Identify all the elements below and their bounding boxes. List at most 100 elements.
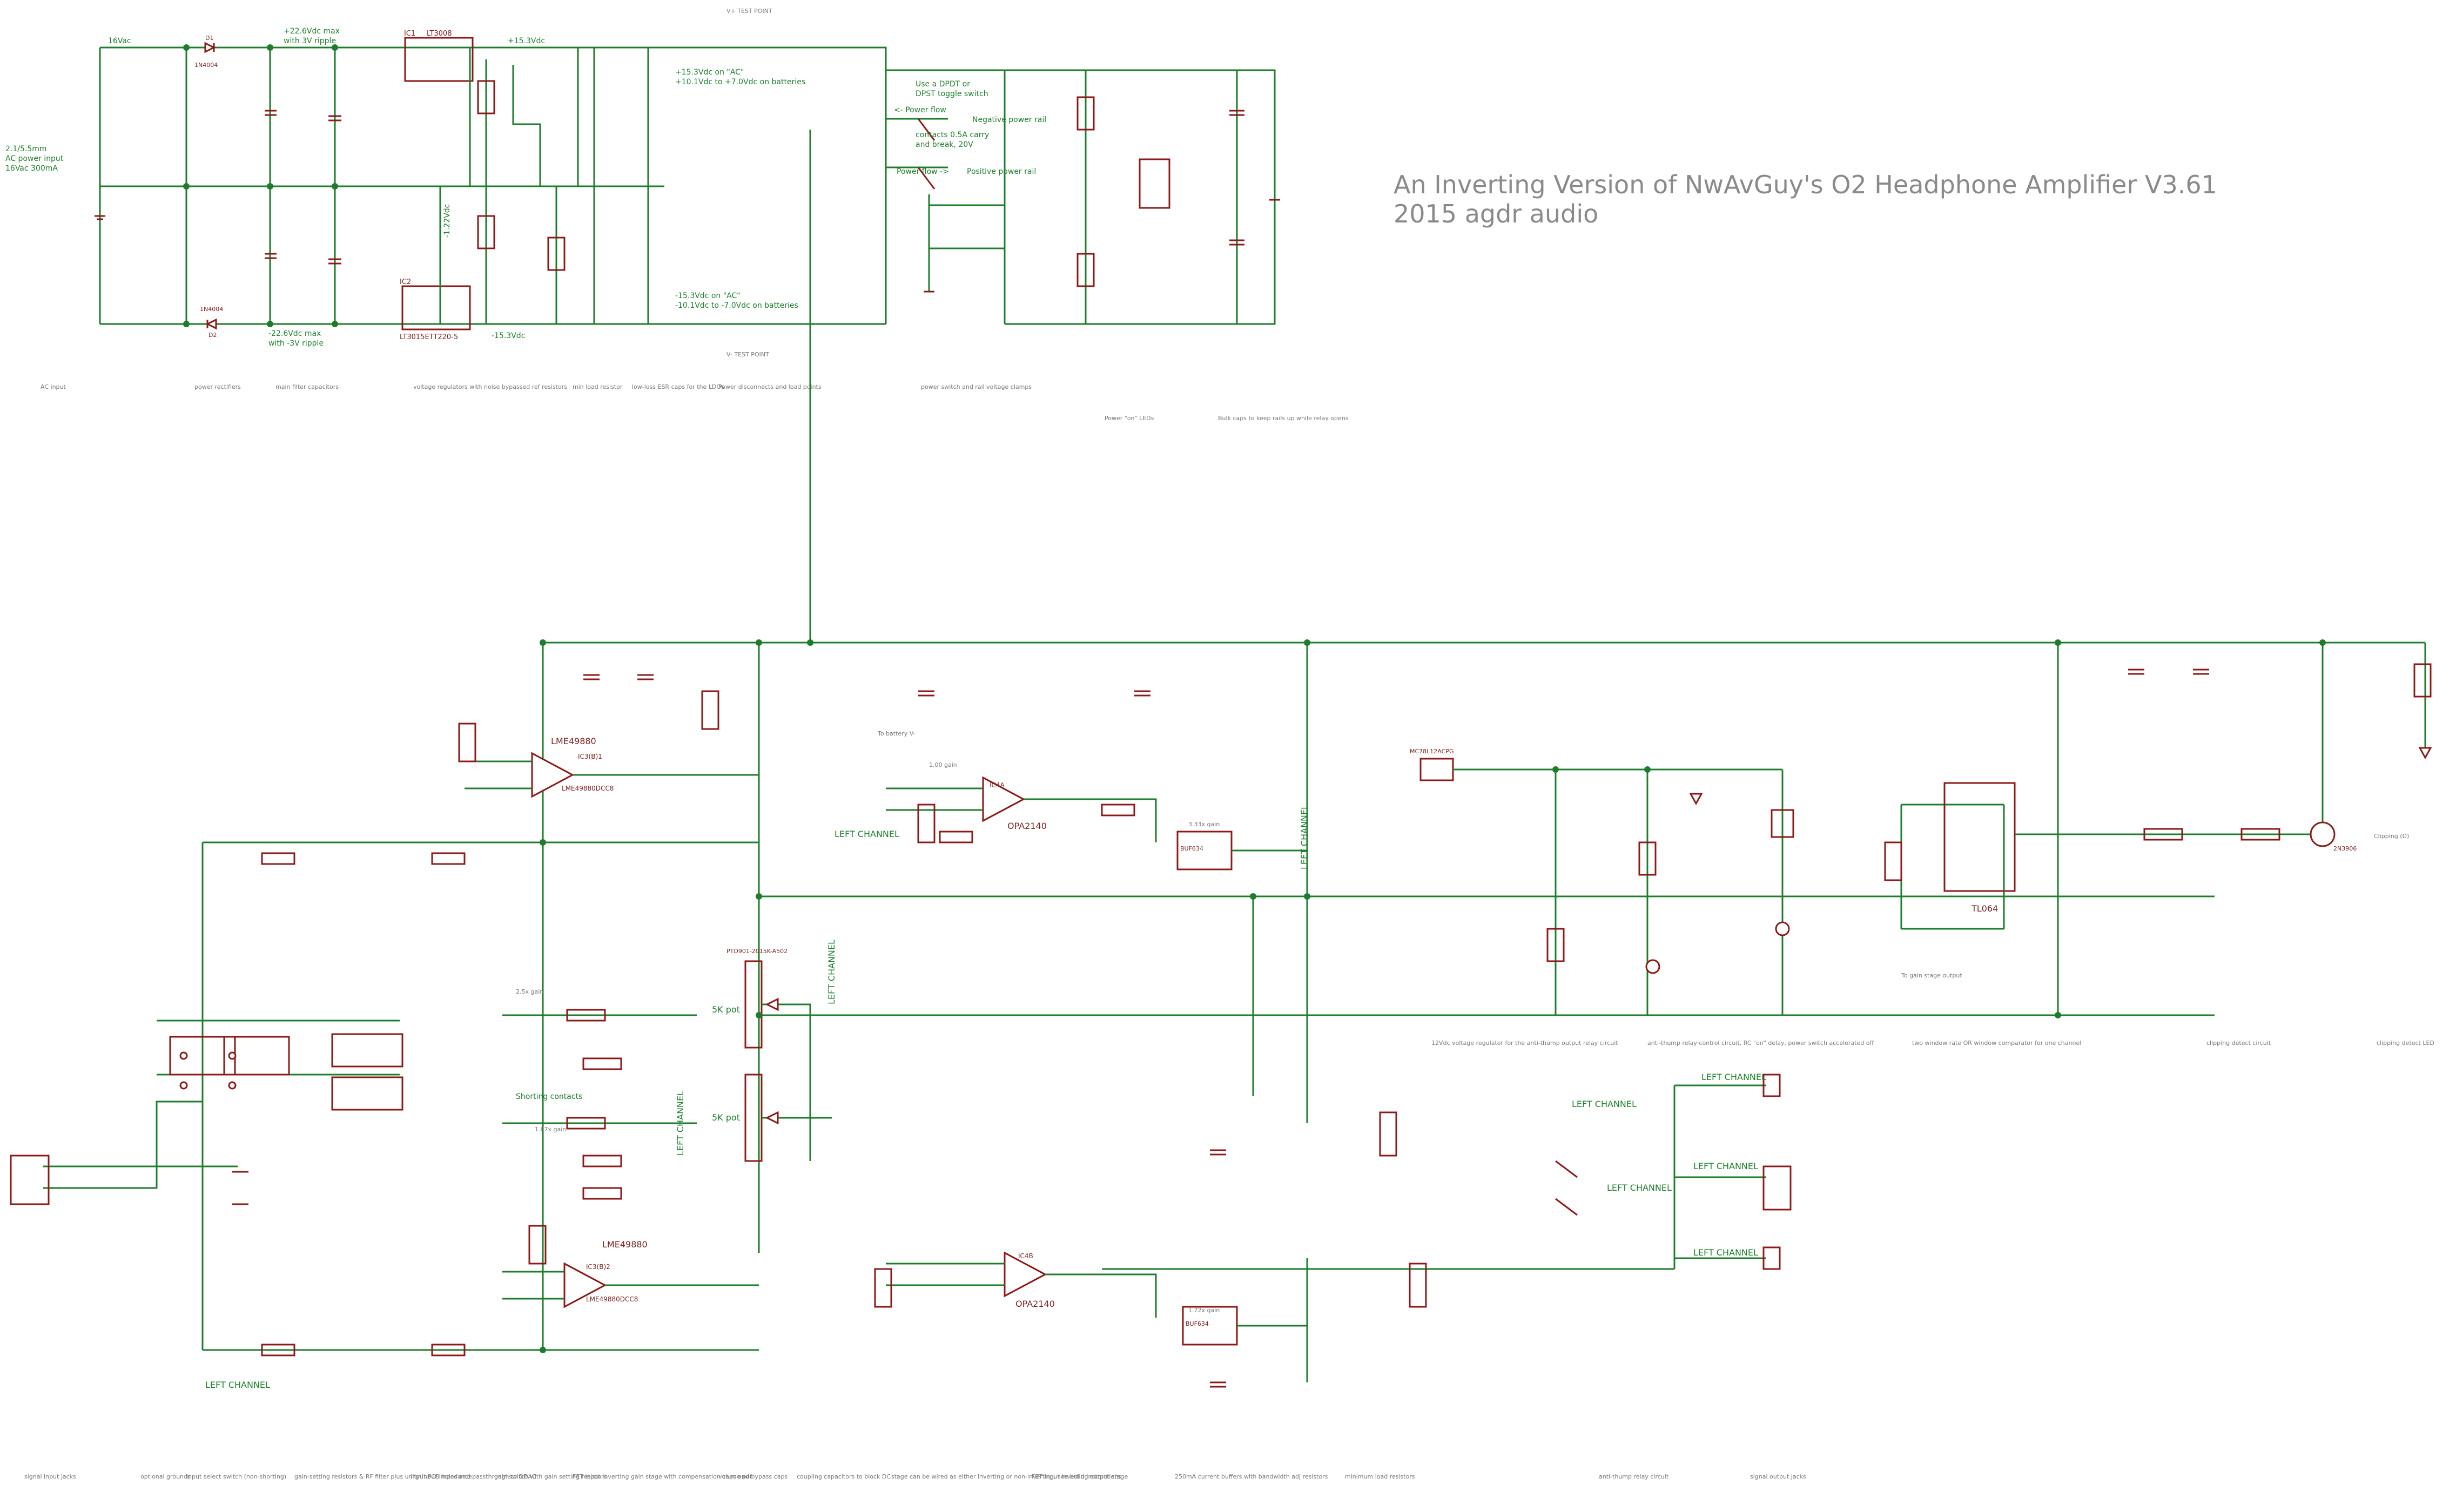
gain-ic-name-bottom: IC3(B)2 xyxy=(586,1263,610,1271)
buffer-top: BUF634 xyxy=(1180,845,1203,852)
left-channel-8: LEFT CHANNEL xyxy=(826,940,837,1004)
comparator-tl064 xyxy=(1943,782,2016,892)
left-channel-1: LEFT CHANNEL xyxy=(835,829,899,839)
comparator-label: TL064 xyxy=(1971,903,1998,914)
driver-ic-top: OPA2140 xyxy=(1007,821,1047,831)
diode-d1-part: 1N4004 xyxy=(194,62,218,69)
pot-label-bottom: 5K pot xyxy=(712,1112,740,1123)
caption-coupling: coupling capacitors to block DC xyxy=(797,1473,891,1480)
title-line-1: An Inverting Version of NwAvGuy's O2 Hea… xyxy=(1394,170,2217,199)
diode-d1: D1 xyxy=(205,35,213,42)
diode-d2: D2 xyxy=(208,332,217,339)
gain-stage-top xyxy=(458,674,759,798)
left-channel-5: LEFT CHANNEL xyxy=(1701,1072,1766,1082)
caption-min-load-res: minimum load resistors xyxy=(1345,1473,1415,1480)
rail-neg-note-1: -15.3Vdc on "AC" xyxy=(675,292,741,300)
caption-output-jacks: signal output jacks xyxy=(1750,1473,1806,1480)
caption-anti-thump: anti-thump relay circuit xyxy=(1599,1473,1669,1480)
ic1-part: LT3008 xyxy=(427,30,452,38)
vminus-raw: -22.6Vdc max xyxy=(268,329,321,338)
rectifier-diode-d1 xyxy=(204,42,216,53)
junction-dots xyxy=(183,44,2326,1353)
power-supply-section xyxy=(95,37,1280,330)
driver-ic-name-bottom: IC4B xyxy=(1018,1252,1033,1260)
gain-ic-full-top: LME49880DCC8 xyxy=(562,785,614,792)
ac-input-note-2: AC power input xyxy=(5,154,64,163)
transistor-label: 2N3906 xyxy=(2333,845,2357,852)
vac-label: 16Vac xyxy=(108,37,131,45)
relay-circuit xyxy=(1419,758,1794,1015)
caption-min-load: min load resistor xyxy=(573,383,623,390)
switch-note-3: contacts 0.5A carry xyxy=(916,131,989,139)
switch-note-4: and break, 20V xyxy=(916,140,973,149)
caption-12v-reg: 12Vdc voltage regulator for the anti-thu… xyxy=(1431,1040,1618,1047)
regulator-ic2 xyxy=(401,285,471,330)
caption-low-esr: low-loss ESR caps for the LDOs xyxy=(632,383,724,390)
regulator-ic1 xyxy=(404,37,474,82)
caption-volume-pot: volume pot xyxy=(718,1473,752,1480)
gain-ic-name-top: IC3(B)1 xyxy=(578,753,602,760)
rail-neg-label: -15.3Vdc xyxy=(492,332,525,340)
caption-disconnects: Power disconnects and load points xyxy=(718,383,822,390)
gain-ic-part-bottom: LME49880 xyxy=(602,1239,648,1250)
caption-input-select: input select switch (non-shorting) xyxy=(186,1473,286,1480)
gain-switch xyxy=(502,1009,697,1200)
ground-symbols-power xyxy=(95,199,1280,293)
caption-gain-resistors: gain-setting resistors & RF filter plus … xyxy=(294,1473,472,1480)
diode-d2-part: 1N4004 xyxy=(200,306,223,313)
caption-fet-gain: FET input inverting gain stage with comp… xyxy=(573,1473,788,1480)
ref-voltage: -1.22Vdc xyxy=(443,204,452,238)
gain-label-3: 1.72x gain xyxy=(1188,1307,1220,1314)
gain-stage-output-label: To gain stage output xyxy=(1901,972,1962,979)
title-line-2: 2015 agdr audio xyxy=(1394,199,1598,228)
left-channel-3: LEFT CHANNEL xyxy=(1572,1099,1637,1109)
left-channel-2: LEFT CHANNEL xyxy=(205,1380,270,1390)
gain-label-2: 1.87x gain xyxy=(535,1126,566,1133)
left-channel-6: LEFT CHANNEL xyxy=(1693,1161,1758,1171)
power-flow-2: Power flow -> xyxy=(897,167,949,176)
bottom-section-captions: signal input jacks optional grounds inpu… xyxy=(24,1473,1806,1480)
left-channel-9: LEFT CHANNEL xyxy=(1299,805,1309,869)
battery-label: To battery V- xyxy=(877,730,916,737)
caption-ac-input: AC input xyxy=(41,383,66,390)
left-channel-10: LEFT CHANNEL xyxy=(675,1091,685,1156)
ic2-name: IC2 xyxy=(400,278,411,286)
caption-input-pcb: input PCB holes and passthrough to ODAC xyxy=(411,1473,536,1480)
power-on-note: Power "on" LEDs xyxy=(1105,415,1154,422)
caption-gain-switch: gain switch with gain setting resistors xyxy=(494,1473,607,1480)
driver-stage-top xyxy=(886,690,1307,870)
gain-stage-bottom xyxy=(502,1225,759,1308)
pot-part: PTD901-2015K-A502 xyxy=(726,948,788,955)
driver-stage-bottom xyxy=(874,1149,1307,1388)
test-point-neg: V- TEST POINT xyxy=(726,351,769,358)
caption-buffers: 250mA current buffers with bandwidth adj… xyxy=(1175,1473,1328,1480)
amp-labels: LME49880 IC3(B)1 LME49880DCC8 LME49880 I… xyxy=(516,730,2409,1327)
rail-neg-note-2: -10.1Vdc to -7.0Vdc on batteries xyxy=(675,301,798,310)
ac-input-note-3: 16Vac 300mA xyxy=(5,164,58,173)
neg-rail-label: Negative power rail xyxy=(972,116,1046,124)
output-jacks xyxy=(1379,1074,1792,1308)
caption-rectifiers: power rectifiers xyxy=(194,383,241,390)
caption-regulators: voltage regulators with noise bypassed r… xyxy=(413,383,567,390)
driver-ic-name-top: IC4A xyxy=(990,781,1005,789)
caption-optional-grounds: optional grounds xyxy=(140,1473,191,1480)
left-channel-4: LEFT CHANNEL xyxy=(1607,1183,1672,1193)
caption-relay-control: anti-thump relay control circuit, RC "on… xyxy=(1647,1040,1874,1047)
rail-pos-label: +15.3Vdc xyxy=(508,37,545,45)
power-flow-1: <- Power flow xyxy=(894,106,946,114)
caption-stage-wiring: stage can be wired as either inverting o… xyxy=(891,1473,1121,1480)
top-section-captions: AC input power rectifiers main filter ca… xyxy=(41,383,1032,390)
gain-ic-part-top: LME49880 xyxy=(551,736,596,746)
test-point-pos: V+ TEST POINT xyxy=(726,8,772,15)
caption-power-switch: power switch and rail voltage clamps xyxy=(921,383,1032,390)
left-channel-7: LEFT CHANNEL xyxy=(1693,1247,1758,1258)
caption-clipping-led: clipping detect LED xyxy=(2377,1040,2434,1047)
caption-signal-input: signal input jacks xyxy=(24,1473,76,1480)
vminus-ripple: with -3V ripple xyxy=(268,339,324,348)
volume-pot xyxy=(744,960,832,1162)
rail-pos-note-2: +10.1Vdc to +7.0Vdc on batteries xyxy=(675,78,805,86)
buffer-bottom: BUF634 xyxy=(1186,1320,1209,1327)
power-labels: 16Vac 2.1/5.5mm AC power input 16Vac 300… xyxy=(5,8,1349,422)
driver-ic-bottom: OPA2140 xyxy=(1015,1299,1055,1309)
net-labels-left-channel: LEFT CHANNEL LEFT CHANNEL LEFT CHANNEL L… xyxy=(205,805,1766,1390)
